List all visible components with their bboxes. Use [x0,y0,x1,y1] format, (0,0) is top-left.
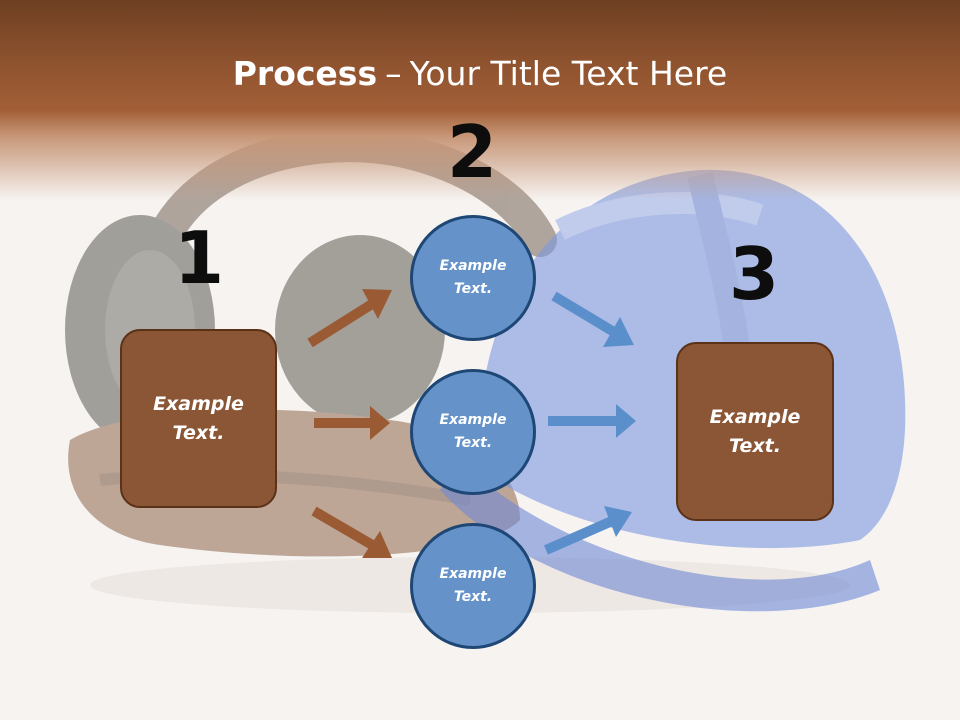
step-2-circle-top: Example Text. [410,215,536,341]
title-rest: Your Title Text Here [409,54,728,93]
arrow-1-to-bottom [311,506,392,558]
circle-middle-text: Example Text. [439,412,507,451]
arrow-1-to-top [307,289,392,348]
step-1-text: Example Text. [153,392,244,444]
step-3-text: Example Text. [709,405,801,457]
arrow-bottom-to-3 [543,506,632,555]
title-dash: – [385,54,402,93]
step-1-box: Example Text. [120,329,277,508]
arrow-middle-to-3 [548,404,636,438]
step-2-circle-bottom: Example Text. [410,523,536,649]
circle-bottom-text: Example Text. [439,566,507,605]
arrow-top-to-3 [551,291,634,347]
circle-top-text: Example Text. [439,258,507,297]
slide-title: Process–Your Title Text Here [0,52,960,96]
step-2-number: 2 [446,110,498,194]
header-band [0,0,960,200]
step-1-number: 1 [173,216,225,300]
step-2-circle-middle: Example Text. [410,369,536,495]
step-3-box: Example Text. [676,342,834,521]
step-3-number: 3 [728,232,780,316]
title-bold: Process [232,54,378,93]
arrow-1-to-middle [314,406,390,440]
